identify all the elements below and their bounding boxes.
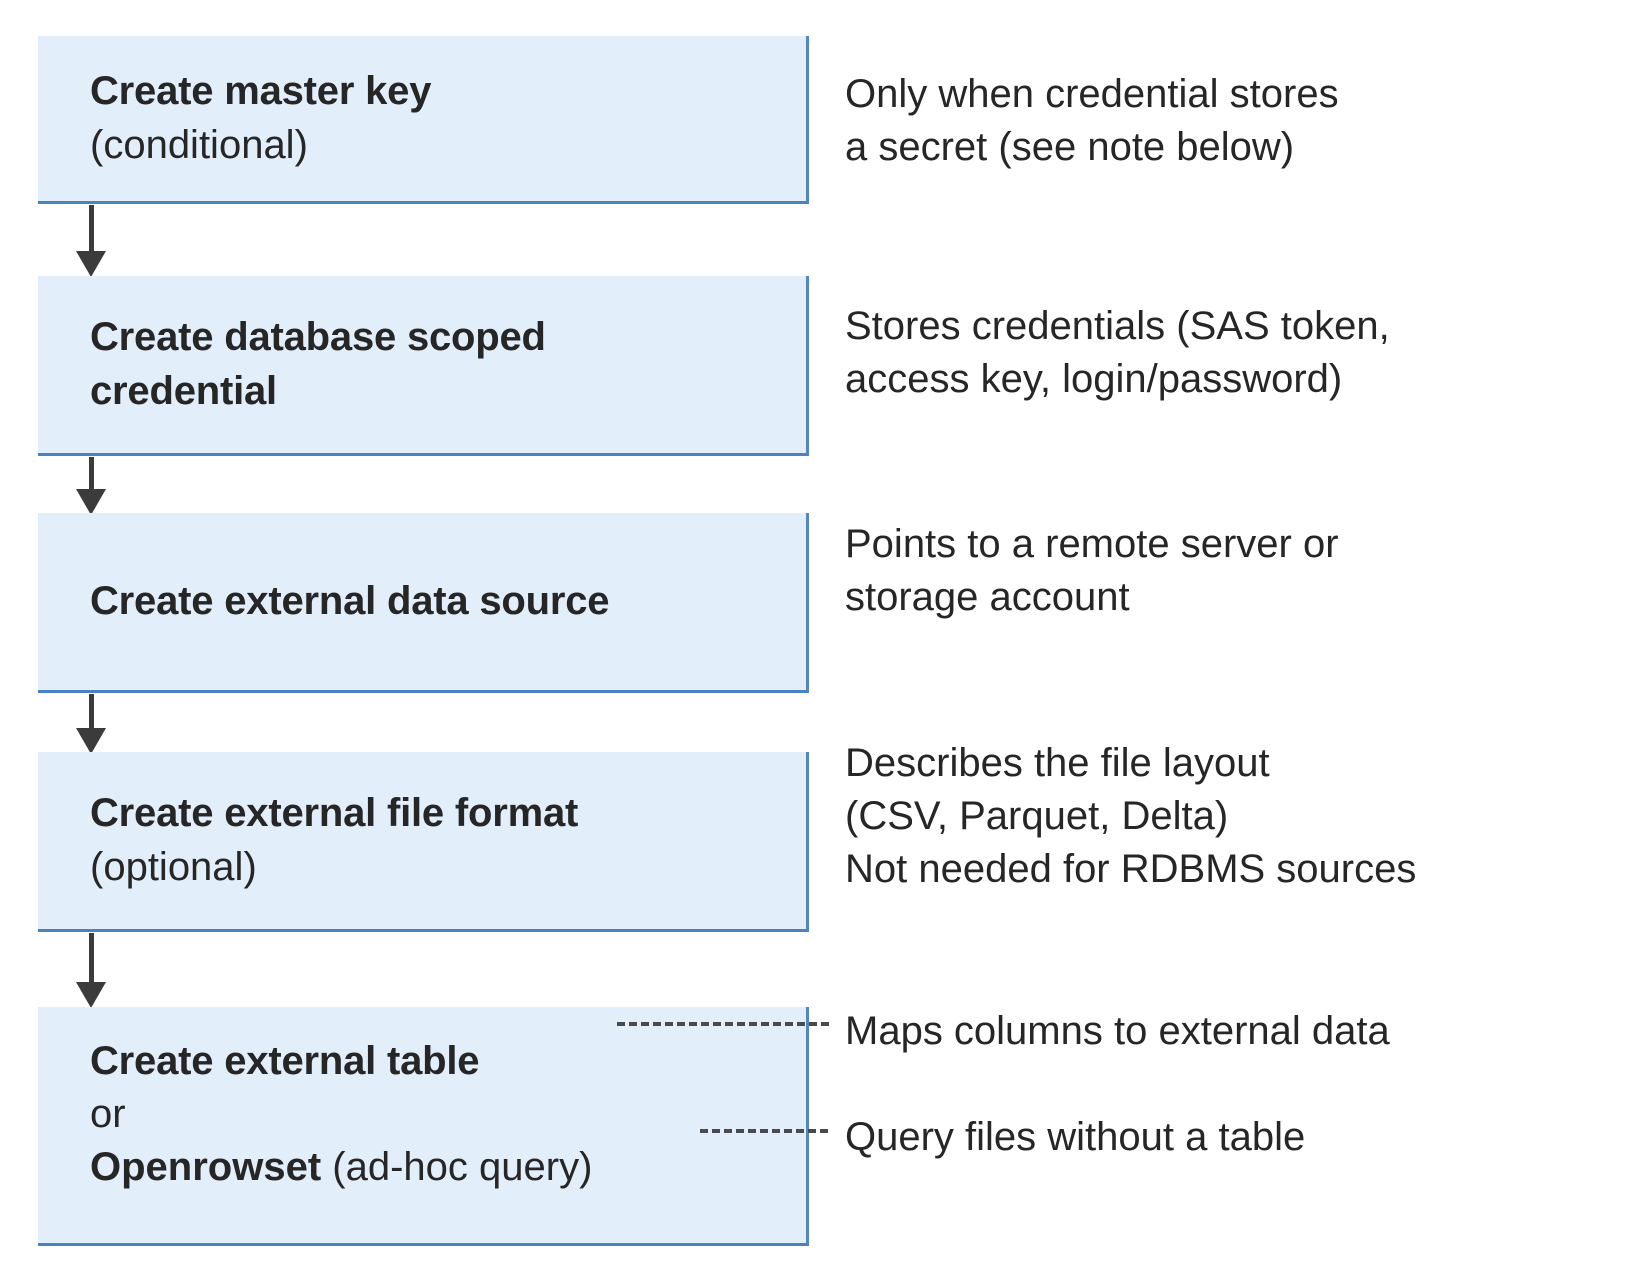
flow-box-data-source: Create external data source: [38, 513, 809, 693]
dashed-connector-openrowset: [700, 1129, 828, 1133]
note-scoped-credential: Stores credentials (SAS token, access ke…: [845, 300, 1390, 406]
box-master-key-title: Create master key: [90, 69, 432, 114]
arrow-head: [76, 728, 106, 754]
flow-box-master-key: Create master key (conditional): [38, 36, 809, 204]
box-external-table-openrowset: Openrowset (ad-hoc query): [38, 1141, 806, 1194]
arrow-down-icon-4: [76, 933, 106, 1008]
arrow-shaft: [89, 694, 94, 728]
box-file-format-subtitle: (optional): [90, 844, 257, 889]
note-line: Only when credential stores: [845, 72, 1339, 116]
box-file-format-title: Create external file format: [90, 791, 579, 836]
arrow-head: [76, 489, 106, 515]
arrow-down-icon-2: [76, 457, 106, 515]
box-scoped-credential-title-line1: Create database scoped: [90, 315, 546, 360]
note-line: access key, login/password): [845, 357, 1343, 402]
flow-box-file-format: Create external file format (optional): [38, 752, 809, 932]
note-line: (CSV, Parquet, Delta): [845, 794, 1229, 839]
dashed-connector-external-table: [617, 1022, 829, 1026]
box-scoped-credential-title-line2: credential: [90, 368, 277, 413]
note-openrowset: Query files without a table: [845, 1115, 1306, 1159]
note-line: Points to a remote server or: [845, 522, 1339, 566]
note-external-table: Maps columns to external data: [845, 1009, 1390, 1053]
box-external-table-or: or: [90, 1092, 126, 1137]
note-line: Stores credentials (SAS token,: [845, 304, 1390, 348]
openrowset-keyword: Openrowset: [90, 1145, 322, 1190]
openrowset-qualifier: (ad-hoc query): [321, 1145, 593, 1190]
flow-box-scoped-credential: Create database scoped credential: [38, 276, 809, 456]
note-master-key: Only when credential stores a secret (se…: [845, 68, 1339, 174]
note-line: storage account: [845, 575, 1130, 620]
arrow-head: [76, 251, 106, 277]
arrow-down-icon-3: [76, 694, 106, 754]
box-master-key-subtitle: (conditional): [90, 122, 308, 167]
box-external-table-title: Create external table: [90, 1039, 480, 1083]
note-data-source: Points to a remote server or storage acc…: [845, 518, 1339, 624]
note-line: Not needed for RDBMS sources: [845, 847, 1417, 892]
box-data-source-title: Create external data source: [90, 578, 610, 623]
note-line: Describes the file layout: [845, 741, 1270, 785]
flow-box-external-table: Create external table or Openrowset (ad-…: [38, 1007, 809, 1246]
arrow-shaft: [89, 205, 94, 251]
arrow-shaft: [89, 457, 94, 489]
arrow-shaft: [89, 933, 94, 982]
arrow-down-icon-1: [76, 205, 106, 277]
arrow-head: [76, 982, 106, 1008]
note-file-format: Describes the file layout (CSV, Parquet,…: [845, 737, 1416, 897]
note-line: a secret (see note below): [845, 125, 1295, 170]
